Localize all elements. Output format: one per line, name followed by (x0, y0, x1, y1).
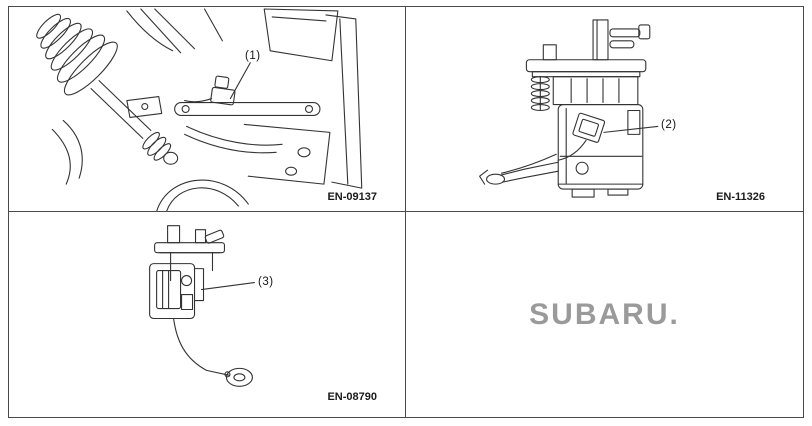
subframe-arch (156, 179, 249, 211)
float-rod (173, 317, 230, 376)
leader-line-2 (603, 125, 659, 133)
float (224, 367, 253, 387)
lateral-link (174, 101, 321, 154)
figure-grid: (1) EN-09137 (9, 7, 803, 417)
frame-rail (243, 14, 363, 189)
spring (530, 76, 550, 112)
sensor-top-ports (167, 225, 225, 244)
panel-fuel-pump-assembly: (2) EN-11326 (406, 7, 803, 212)
callout-label-1: (1) (245, 50, 261, 62)
fuel-pump-assembly-drawing (479, 19, 659, 198)
leader-line-3 (200, 282, 255, 291)
fuel-level-sensor-drawing (149, 225, 255, 387)
pump-body (552, 76, 644, 198)
bracket-arm (479, 153, 559, 185)
flange-plate (525, 59, 647, 78)
figure-code-3: EN-08790 (327, 391, 377, 403)
figure-code-2: EN-11326 (716, 191, 765, 203)
sensor-housing (149, 263, 205, 320)
cv-axle-boot (36, 13, 179, 165)
panel-engine-compartment: (1) EN-09137 (9, 7, 406, 212)
body-structure-lines (126, 8, 339, 62)
subaru-watermark: SUBARU. (529, 297, 680, 331)
sensor-connector (184, 75, 236, 106)
figure-code-1: EN-09137 (327, 191, 377, 203)
sensor-flange (154, 242, 226, 282)
panel-fuel-level-sensor: (3) EN-08790 (9, 212, 406, 417)
manual-figure-sheet: (1) EN-09137 (8, 6, 804, 418)
hoses (51, 96, 163, 185)
callout-label-2: (2) (661, 119, 677, 131)
leader-line-1 (229, 62, 251, 100)
watermark-container: SUBARU. (406, 212, 803, 417)
engine-compartment-drawing (36, 8, 363, 211)
panel-watermark: SUBARU. (406, 212, 803, 417)
callout-label-3: (3) (258, 276, 274, 288)
pump-connector (557, 112, 606, 161)
top-ports (542, 19, 651, 61)
